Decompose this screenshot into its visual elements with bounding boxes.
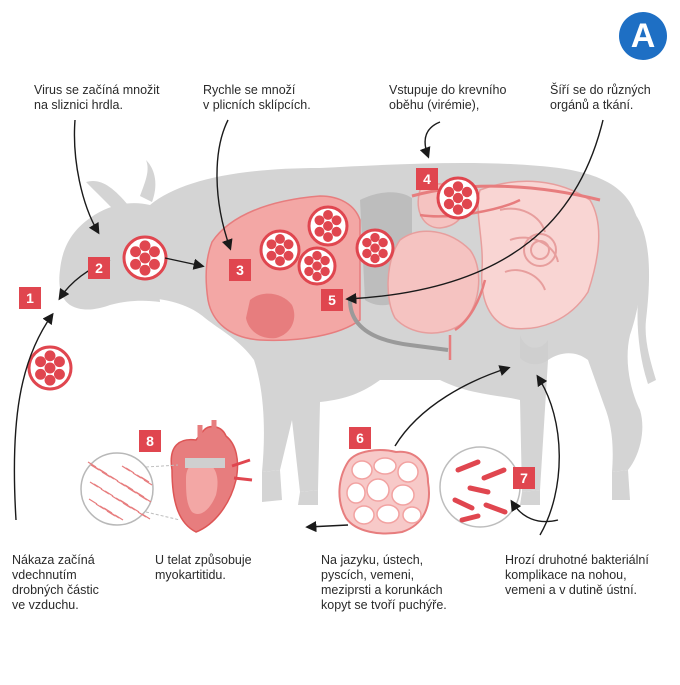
step-badge-6: 6 <box>349 427 371 449</box>
bacteria-magnifier <box>439 446 521 528</box>
udder <box>520 335 548 365</box>
virus-particle <box>27 345 73 391</box>
virus-particle <box>436 176 480 220</box>
myocarditis-magnifier <box>80 452 181 526</box>
virus-particle <box>355 228 395 268</box>
brand-logo: A <box>619 12 667 60</box>
step-badge-4: 4 <box>416 168 438 190</box>
intestines <box>477 180 600 330</box>
virus-particle <box>122 235 168 281</box>
blister-tissue <box>338 449 430 535</box>
arrows <box>13 119 604 536</box>
heart-in-body <box>246 293 295 339</box>
step-badge-5: 5 <box>321 289 343 311</box>
step-badge-2: 2 <box>88 257 110 279</box>
virus-particles <box>27 176 480 391</box>
caption-step-6: Na jazyku, ústech,pyscích, vemeni, mezip… <box>321 553 447 612</box>
virus-particle <box>307 205 349 247</box>
calf-heart <box>170 420 253 533</box>
step-badge-3: 3 <box>229 259 251 281</box>
stomach <box>387 230 480 334</box>
virus-particle <box>259 229 301 271</box>
step-badge-7: 7 <box>513 467 535 489</box>
step-badge-8: 8 <box>139 430 161 452</box>
virus-particle <box>297 246 337 286</box>
step-badge-1: 1 <box>19 287 41 309</box>
